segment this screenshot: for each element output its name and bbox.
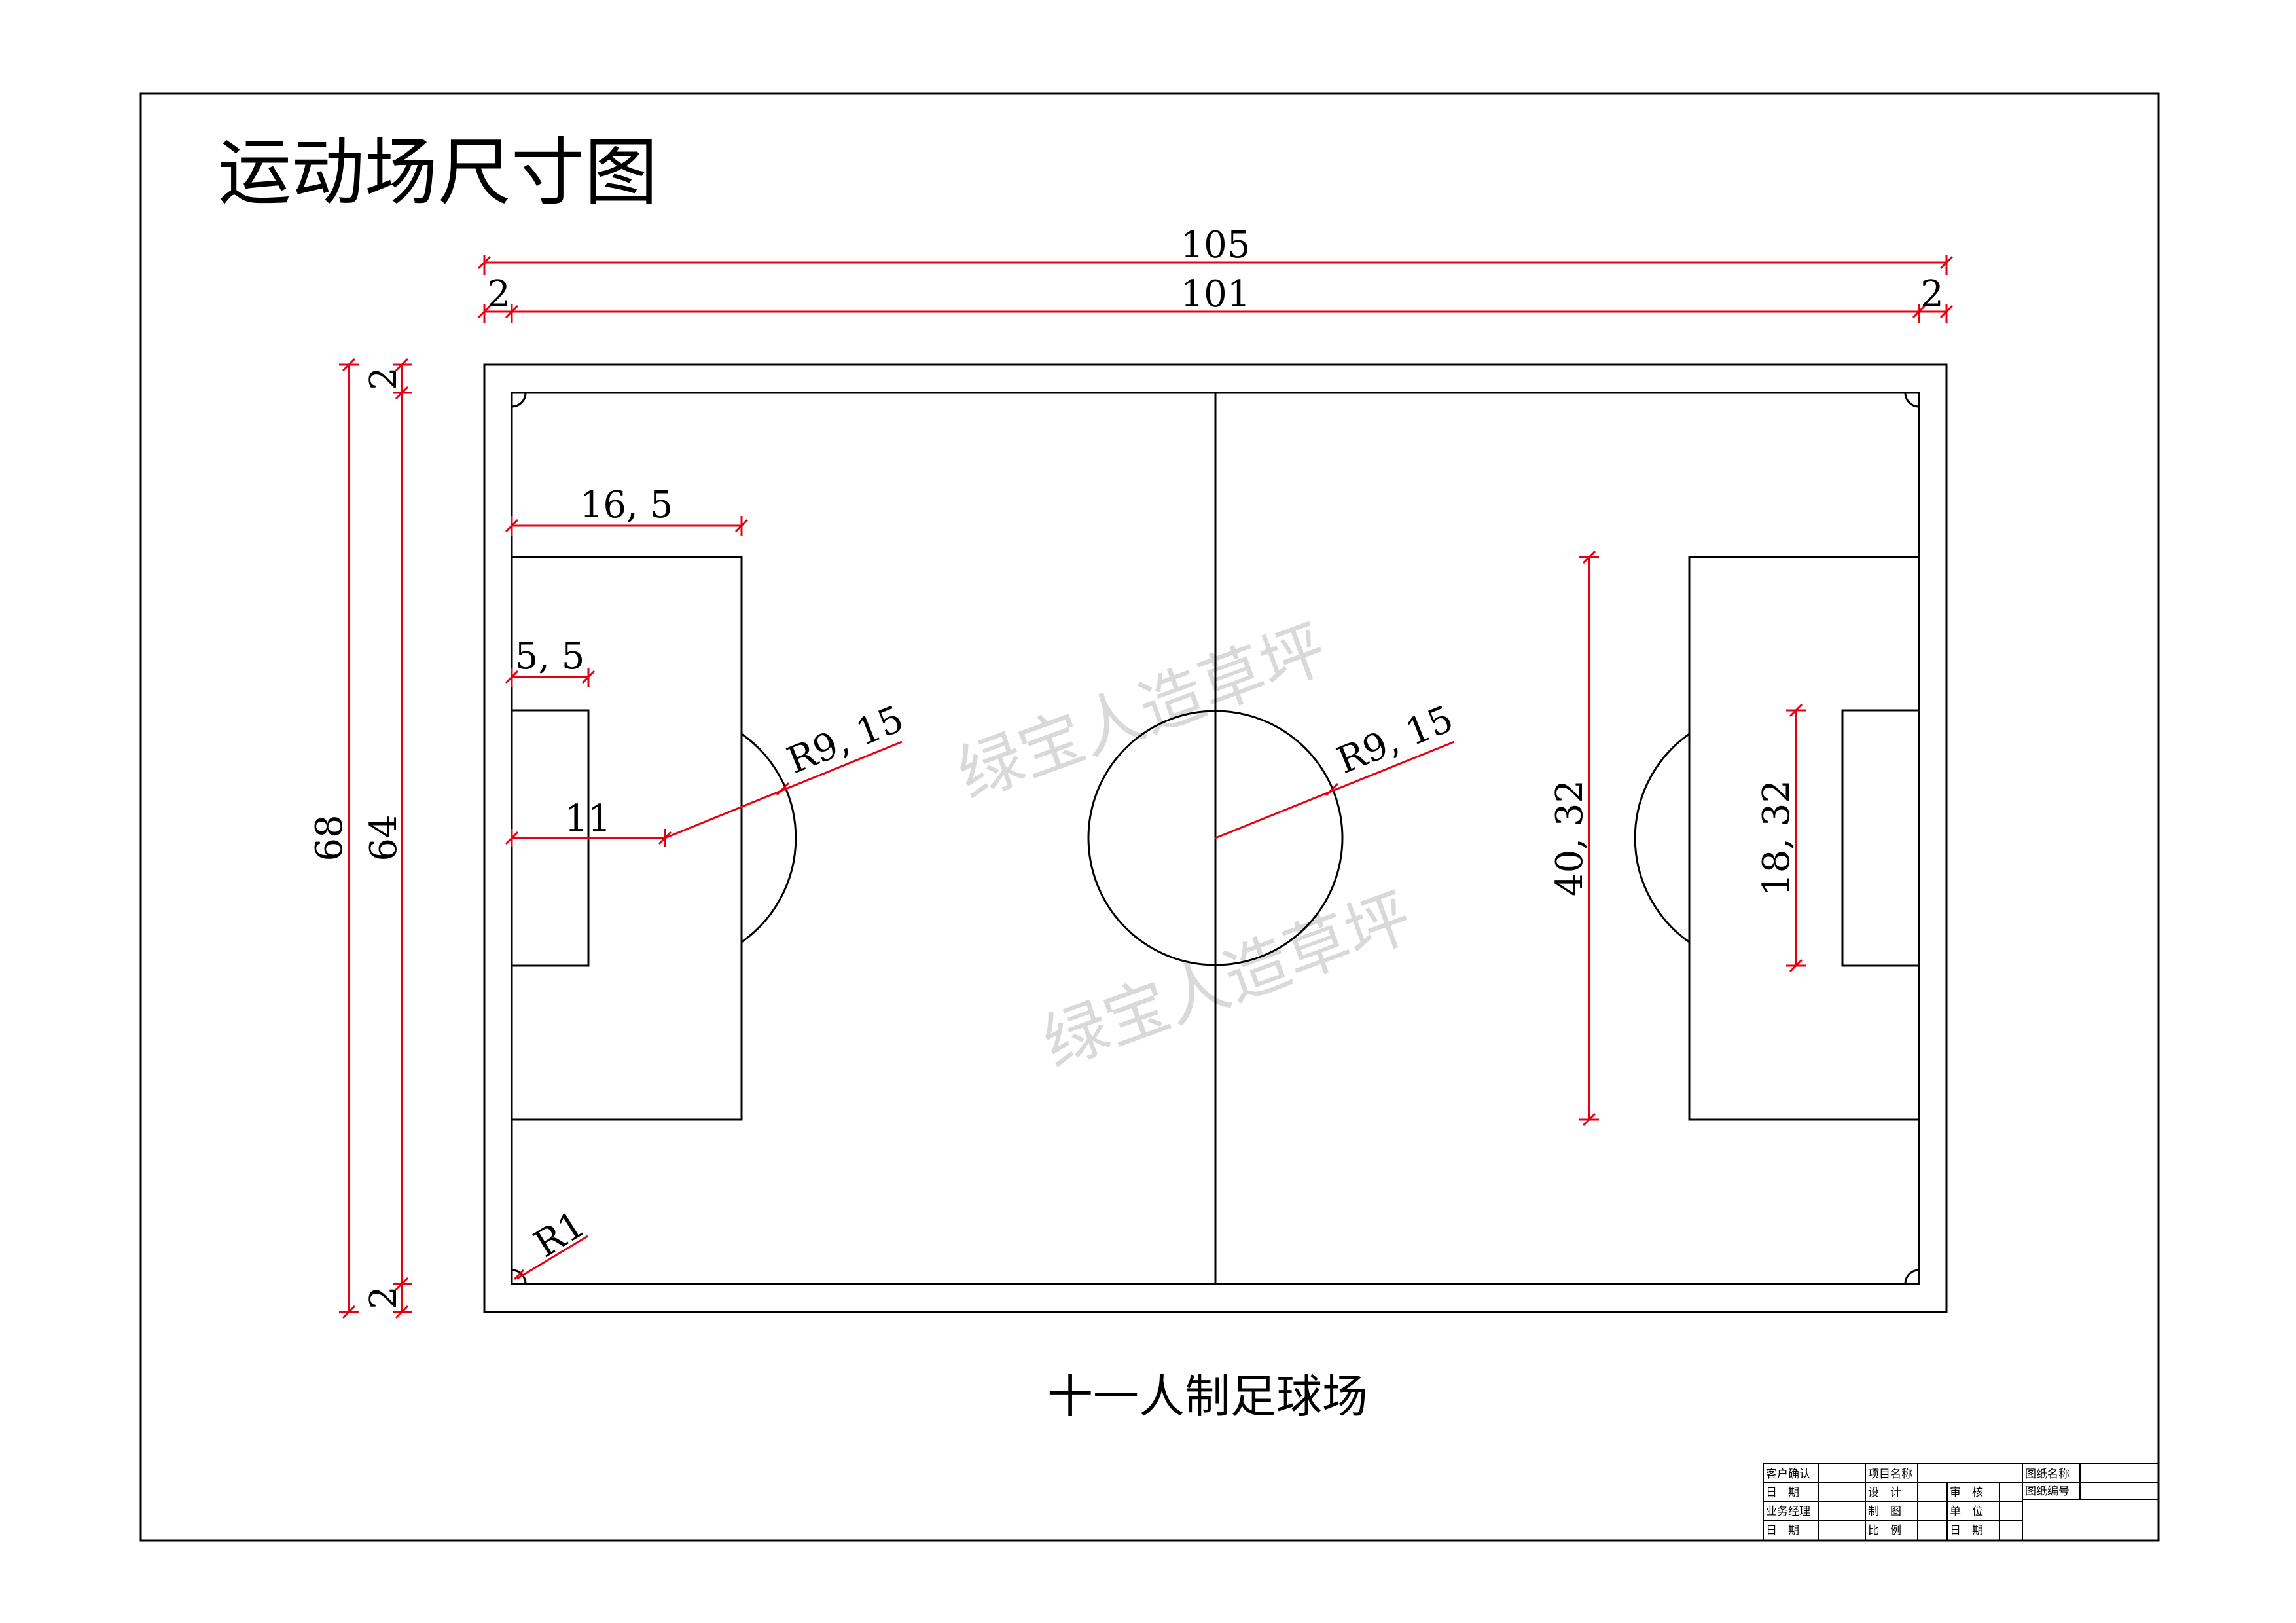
dim-tick bbox=[342, 357, 356, 372]
left-penalty-arc bbox=[741, 733, 797, 943]
title-block-cell: 日 期 bbox=[1950, 1524, 1983, 1537]
dim-label-goal-area-width: 18, 32 bbox=[1755, 780, 1798, 896]
page-title: 运动场尺寸图 bbox=[218, 130, 658, 215]
title-block-cell: 图纸编号 bbox=[2025, 1485, 2070, 1498]
dim-label-penalty-depth: 16, 5 bbox=[580, 484, 673, 526]
dim-tick bbox=[1325, 782, 1339, 797]
title-block-cell: 业务经理 bbox=[1766, 1505, 1810, 1518]
title-block: 客户确认 日 期 业务经理 日 期 项目名称 设 计 制 图 比 例 审 核 单… bbox=[1763, 1463, 2159, 1541]
title-block-cell: 审 核 bbox=[1950, 1486, 1983, 1499]
dim-tick bbox=[1789, 703, 1803, 718]
title-block-cell: 项目名称 bbox=[1868, 1468, 1912, 1481]
dim-label-margin-right: 2 bbox=[1920, 273, 1944, 316]
dim-tick bbox=[581, 670, 596, 684]
title-block-cell: 图纸名称 bbox=[2025, 1468, 2070, 1481]
corner-arc-top-right bbox=[1904, 392, 1920, 408]
dim-label-corner-radius: R1 bbox=[527, 1203, 592, 1266]
dim-label-margin-top: 2 bbox=[363, 367, 405, 390]
dim-label-margin-bottom: 2 bbox=[363, 1286, 405, 1309]
corner-arc-bottom-right bbox=[1904, 1269, 1920, 1285]
dim-tick bbox=[1939, 255, 1954, 270]
field-caption: 十一人制足球场 bbox=[1047, 1370, 1368, 1423]
dim-tick bbox=[477, 255, 492, 270]
title-block-cell: 比 例 bbox=[1868, 1524, 1901, 1537]
dim-label-field-width: 64 bbox=[363, 814, 405, 861]
dim-label-margin-left: 2 bbox=[487, 273, 511, 316]
dim-tick bbox=[395, 1305, 409, 1319]
dim-line-penalty-arc-radius bbox=[664, 740, 903, 839]
dim-label-penalty-area-width: 40, 32 bbox=[1549, 780, 1591, 896]
dim-tick bbox=[1789, 958, 1803, 973]
dim-label-penalty-arc-radius: R9, 15 bbox=[781, 698, 910, 782]
dim-tick bbox=[342, 1305, 356, 1319]
watermark-text: 绿宝人造草坪 bbox=[948, 611, 1336, 813]
dim-label-penalty-spot: 11 bbox=[564, 797, 611, 840]
title-block-cell: 客户确认 bbox=[1766, 1468, 1810, 1481]
dim-tick bbox=[395, 357, 409, 372]
dim-tick bbox=[1912, 304, 1926, 319]
dim-tick bbox=[505, 519, 519, 533]
center-circle bbox=[1087, 710, 1344, 966]
dim-tick bbox=[776, 782, 790, 796]
right-penalty-area bbox=[1688, 556, 1920, 1121]
right-goal-area bbox=[1841, 709, 1920, 967]
watermark-text: 绿宝人造草坪 bbox=[1033, 880, 1421, 1082]
dim-label-goal-area-depth: 5, 5 bbox=[515, 635, 585, 678]
dim-tick bbox=[1939, 304, 1954, 319]
title-block-cell: 单 位 bbox=[1950, 1505, 1983, 1518]
dim-tick bbox=[513, 1269, 525, 1281]
corner-arc-top-left bbox=[511, 392, 527, 408]
title-block-cell: 制 图 bbox=[1868, 1505, 1901, 1518]
dim-label-total-length: 105 bbox=[1181, 224, 1251, 266]
dim-tick bbox=[505, 670, 519, 684]
dim-tick bbox=[505, 304, 519, 319]
dim-label-field-length: 101 bbox=[1181, 273, 1251, 316]
pitch-outer-boundary bbox=[483, 363, 1948, 1313]
dim-tick bbox=[505, 831, 519, 845]
dim-line-corner-radius bbox=[516, 1235, 588, 1280]
dim-tick bbox=[734, 519, 749, 533]
title-block-cell: 日 期 bbox=[1766, 1486, 1799, 1499]
dim-label-total-width: 68 bbox=[308, 814, 351, 861]
dimension-lines bbox=[339, 255, 1954, 1319]
dim-tick bbox=[477, 304, 492, 319]
dim-label-center-circle-radius: R9, 15 bbox=[1331, 698, 1460, 782]
dim-tick bbox=[395, 386, 409, 400]
watermark: 绿宝人造草坪 绿宝人造草坪 bbox=[948, 611, 1421, 1082]
right-penalty-arc bbox=[1634, 733, 1690, 943]
dimension-labels: 105 101 2 2 68 64 2 2 16, 5 5, 5 11 R9, … bbox=[308, 224, 1944, 1309]
sheet-border bbox=[139, 92, 2160, 1542]
dim-tick bbox=[395, 1277, 409, 1291]
dim-line-center-circle-radius bbox=[1215, 740, 1455, 839]
title-block-cell: 设 计 bbox=[1868, 1486, 1901, 1499]
dim-tick bbox=[1582, 550, 1596, 564]
dim-tick bbox=[1582, 1112, 1596, 1127]
corner-arc-bottom-left bbox=[511, 1269, 527, 1285]
title-block-cell: 日 期 bbox=[1766, 1524, 1799, 1537]
